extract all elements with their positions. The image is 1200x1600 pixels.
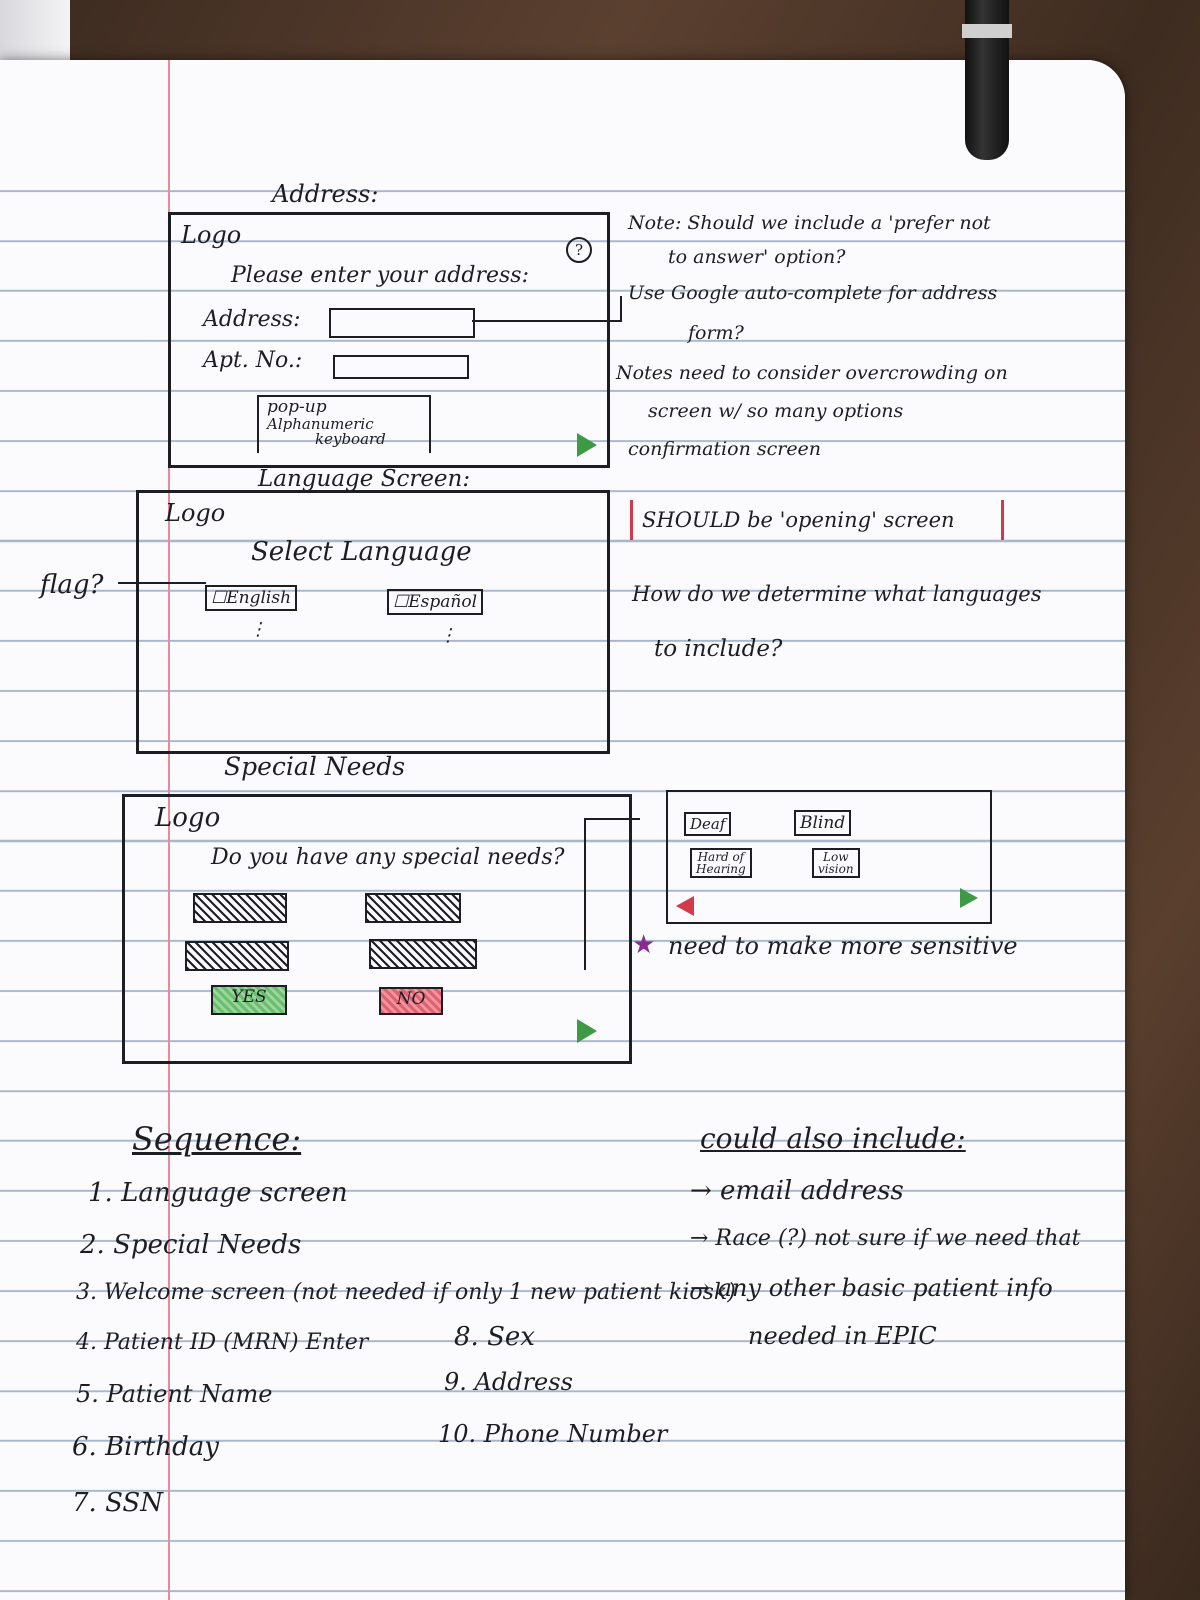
address-heading: Address:: [272, 180, 379, 208]
notebook-page: [0, 60, 1125, 1600]
popup-line1: pop-up: [267, 397, 327, 417]
english-label: English: [226, 588, 292, 608]
more-options-dots: ⋮: [439, 625, 457, 646]
address-screen-frame: Logo ? Please enter your address: Addres…: [168, 212, 610, 468]
more-options-dots: ⋮: [249, 619, 267, 640]
espanol-label: Español: [408, 592, 478, 612]
could-also-item: → any other basic patient info: [690, 1274, 1053, 1302]
espanol-option[interactable]: ☐Español: [387, 589, 484, 615]
could-also-item: → email address: [690, 1176, 904, 1206]
sequence-item: 2. Special Needs: [80, 1230, 302, 1260]
note-prefer-not-2: to answer' option?: [668, 246, 846, 268]
next-arrow-icon[interactable]: [577, 1019, 597, 1043]
sequence-item: 3. Welcome screen (not needed if only 1 …: [76, 1280, 736, 1305]
language-logo: Logo: [165, 499, 226, 527]
popup-line2: Alphanumeric: [267, 415, 374, 433]
pen-band: [962, 24, 1012, 38]
select-language-title: Select Language: [251, 537, 472, 567]
star-icon: ★: [632, 930, 656, 960]
hard-of-hearing-line1: Hard of: [697, 850, 745, 864]
connector-line: [620, 296, 622, 322]
next-arrow-icon[interactable]: [960, 888, 978, 908]
crossed-option: [193, 893, 287, 923]
english-option[interactable]: ☐English: [205, 585, 298, 611]
low-vision-line2: vision: [818, 862, 854, 876]
hard-of-hearing-line2: Hearing: [696, 862, 746, 876]
no-button[interactable]: NO: [379, 987, 443, 1015]
address-logo: Logo: [181, 221, 242, 249]
note-prefer-not: Note: Should we include a 'prefer not: [628, 212, 991, 234]
address-prompt: Please enter your address:: [231, 263, 529, 288]
help-icon[interactable]: ?: [566, 237, 592, 263]
crossed-option: [365, 893, 461, 923]
sequence-heading: Sequence:: [132, 1120, 302, 1158]
sequence-item: 10. Phone Number: [438, 1420, 668, 1448]
sensitivity-note: need to make more sensitive: [668, 932, 1018, 960]
apt-label: Apt. No.:: [203, 348, 303, 373]
note-languages-question-2: to include?: [654, 636, 783, 662]
sequence-item: 7. SSN: [72, 1488, 163, 1518]
apt-input[interactable]: [333, 355, 469, 379]
could-also-item: needed in EPIC: [748, 1322, 937, 1350]
could-also-item: → Race (?) not sure if we need that: [690, 1226, 1081, 1251]
note-google: Use Google auto-complete for address: [628, 282, 998, 304]
sequence-item: 6. Birthday: [72, 1432, 219, 1462]
flag-note: flag?: [40, 570, 104, 600]
back-arrow-icon[interactable]: [676, 896, 694, 916]
blind-option[interactable]: Blind: [794, 810, 852, 836]
sequence-item: 9. Address: [444, 1368, 573, 1396]
language-screen-frame: Logo Select Language ☐English ☐Español ⋮…: [136, 490, 610, 754]
sequence-item: 8. Sex: [454, 1322, 535, 1352]
note-opening-screen: SHOULD be 'opening' screen: [642, 508, 955, 532]
crossed-option: [369, 939, 477, 969]
note-overcrowding: Notes need to consider overcrowding on: [616, 362, 1008, 384]
special-needs-question: Do you have any special needs?: [211, 845, 565, 870]
connector-line: [472, 320, 620, 322]
special-needs-heading: Special Needs: [224, 752, 406, 781]
next-arrow-icon[interactable]: [577, 433, 597, 457]
red-bracket: [630, 500, 1004, 540]
margin-line: [168, 60, 170, 1600]
language-heading: Language Screen:: [258, 466, 471, 492]
deaf-option[interactable]: Deaf: [684, 812, 732, 836]
crossed-option: [185, 941, 289, 971]
note-languages-question: How do we determine what languages: [632, 582, 1042, 606]
special-needs-logo: Logo: [155, 803, 221, 833]
special-needs-screen-frame: Logo Do you have any special needs? YES …: [122, 794, 632, 1064]
sequence-item: 4. Patient ID (MRN) Enter: [76, 1330, 369, 1355]
address-label: Address:: [203, 307, 301, 332]
yes-button[interactable]: YES: [211, 985, 287, 1015]
connector-line: [118, 582, 206, 584]
connector-line: [584, 818, 640, 820]
connector-line: [584, 818, 586, 970]
note-overcrowding-2: screen w/ so many options: [648, 400, 904, 422]
page-top-margin: [0, 60, 1125, 180]
note-confirmation: confirmation screen: [628, 438, 822, 460]
note-google-2: form?: [688, 322, 744, 344]
low-vision-line1: Low: [823, 850, 849, 864]
sequence-item: 5. Patient Name: [76, 1380, 273, 1408]
popup-line3: keyboard: [315, 430, 386, 448]
sequence-item: 1. Language screen: [88, 1178, 348, 1208]
popup-keyboard-box: pop-up Alphanumeric keyboard: [257, 395, 431, 453]
address-input[interactable]: [329, 308, 475, 338]
could-also-heading: could also include:: [700, 1122, 966, 1155]
